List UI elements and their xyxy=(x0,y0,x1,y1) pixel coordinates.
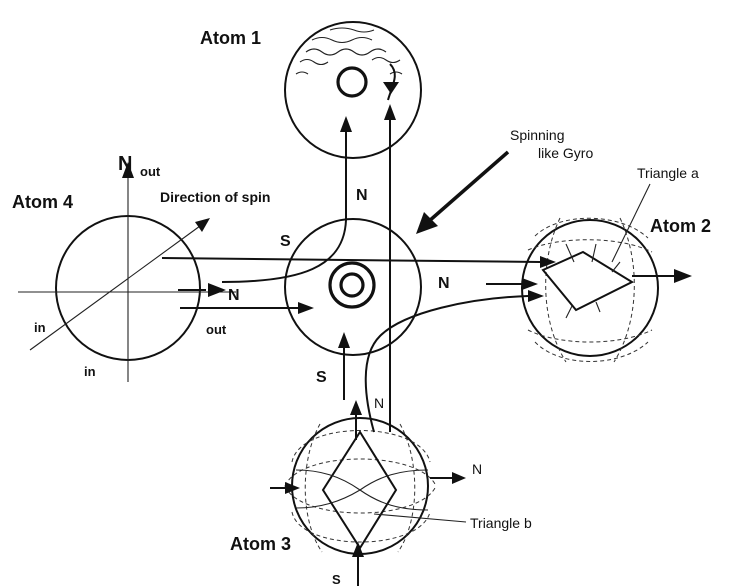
text-labels: Atom 1 Atom 2 Atom 3 Atom 4 Spinning lik… xyxy=(12,28,711,587)
atom-2 xyxy=(522,218,692,362)
triangle-b-label: Triangle b xyxy=(470,515,532,531)
central-atom xyxy=(285,219,421,355)
direction-of-spin-label: Direction of spin xyxy=(160,189,270,205)
center-n-top-label: N xyxy=(356,187,368,204)
atom-2-label: Atom 2 xyxy=(650,216,711,236)
triangle-b-pointer xyxy=(374,514,466,522)
atom-4-label: Atom 4 xyxy=(12,192,73,212)
curve-center-to-atom-1-arrowhead xyxy=(340,116,352,132)
atom-4-n-out-label: N xyxy=(118,153,132,175)
atom-3-n-top-label: N xyxy=(374,395,384,411)
long-vertical-flux-arrowhead xyxy=(384,104,396,120)
atom-3-n-right-label: N xyxy=(472,461,482,477)
atom-3-top-stub-arrowhead xyxy=(350,400,362,415)
atom-4-spin-arrowhead xyxy=(195,218,210,232)
spinning-label: Spinning xyxy=(510,127,565,143)
atom-3-s-bottom-label: S xyxy=(332,572,341,587)
central-nucleus-inner-ring xyxy=(341,274,363,296)
spinning-pointer-shaft xyxy=(428,152,508,222)
atom-1-circle xyxy=(285,22,421,158)
atom-3-right-arrowhead xyxy=(452,472,466,484)
center-n-right-label: N xyxy=(438,275,450,292)
like-gyro-label: like Gyro xyxy=(538,145,593,161)
central-nucleus-outer-ring xyxy=(330,263,374,307)
curve-atom-3-to-atom-2-arrowhead xyxy=(528,290,544,302)
atom-1-small-arrowhead xyxy=(383,82,399,94)
center-s-left-label: S xyxy=(280,233,291,250)
lower-horizontal-flux-arrowhead xyxy=(298,302,314,314)
bottom-s-arrowhead xyxy=(338,332,350,348)
central-atom-circle xyxy=(285,219,421,355)
flow-arrows xyxy=(162,104,650,522)
atom-4-n-arrowhead xyxy=(208,283,226,297)
triangle-a-pointer xyxy=(612,184,650,262)
atom-1-label: Atom 1 xyxy=(200,28,261,48)
atom-4-in-left-label: in xyxy=(34,320,46,335)
triangle-a-label: Triangle a xyxy=(637,165,699,181)
top-horizontal-flux-line xyxy=(162,258,540,262)
atom-4-out-label: out xyxy=(206,322,227,337)
atom-3 xyxy=(270,400,466,586)
atom-1 xyxy=(285,22,421,158)
atom-3-label: Atom 3 xyxy=(230,534,291,554)
atom-4-in-bottom-label: in xyxy=(84,364,96,379)
atom-2-entry-arrowhead xyxy=(522,278,538,290)
atom-3-field-curves xyxy=(296,470,428,510)
triangle-a-diamond xyxy=(543,252,632,310)
center-s-bottom-label: S xyxy=(316,369,327,386)
atom-1-nucleus-ring xyxy=(338,68,366,96)
atom-4-out-superscript: out xyxy=(140,164,161,179)
atom-4-n-arrow-label: N xyxy=(228,287,240,304)
atom-2-exit-arrowhead xyxy=(674,269,692,283)
